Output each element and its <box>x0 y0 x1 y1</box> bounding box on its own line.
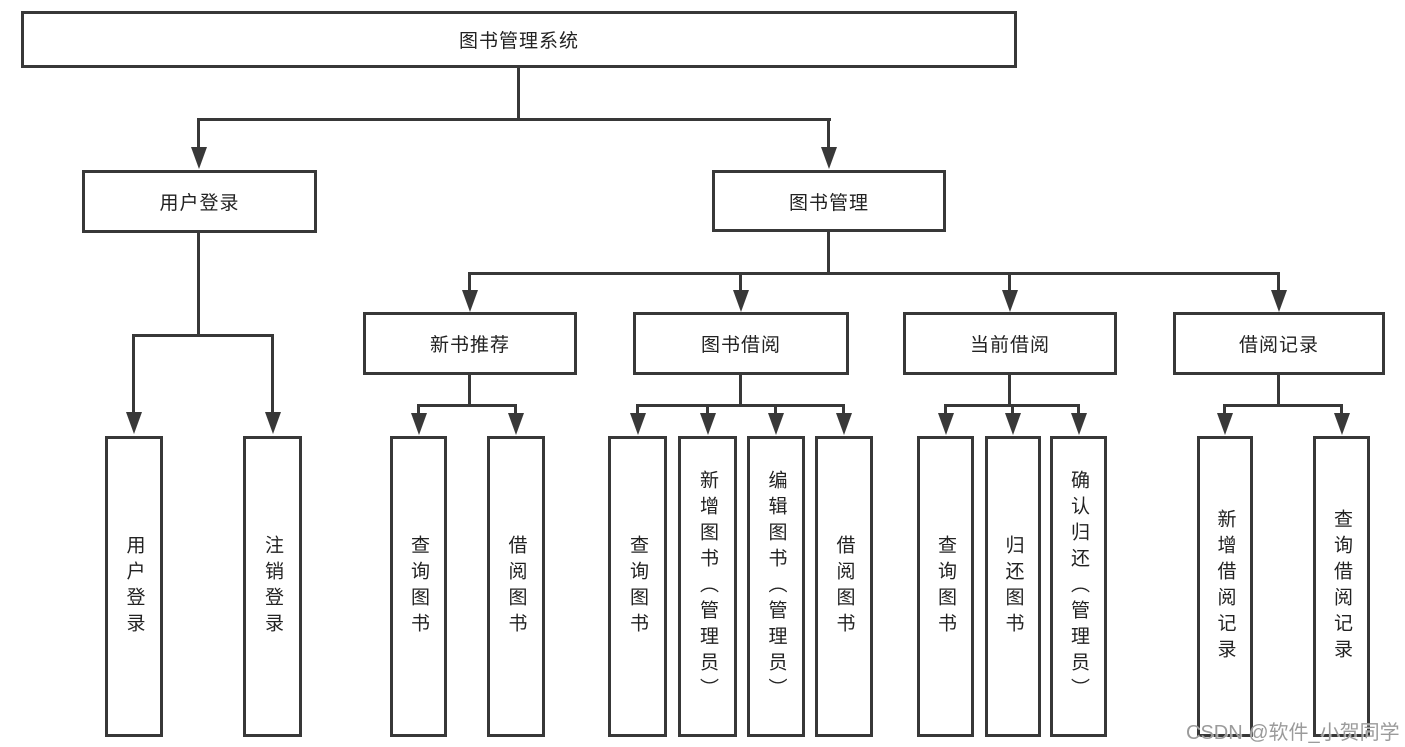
leaf-current-query: 查询图书 <box>917 436 974 737</box>
arrowhead-icon <box>1005 413 1021 435</box>
connector-hline <box>470 272 1280 275</box>
arrowhead-icon <box>191 147 207 169</box>
arrowhead-icon <box>508 413 524 435</box>
leaf-current-confirm: 确认归还（管理员） <box>1050 436 1107 737</box>
connector-vline <box>271 334 274 415</box>
arrowhead-icon <box>821 147 837 169</box>
arrowhead-icon <box>1071 413 1087 435</box>
leaf-current-query-label: 查询图书 <box>935 534 956 639</box>
connector-vline <box>1008 272 1011 293</box>
node-current-borrow: 当前借阅 <box>903 312 1117 375</box>
connector-vline <box>468 375 471 407</box>
connector-vline <box>1223 404 1226 416</box>
leaf-borrow-query: 查询图书 <box>608 436 667 737</box>
connector-vline <box>1077 404 1080 416</box>
leaf-borrow-add-label: 新增图书（管理员） <box>697 469 718 704</box>
watermark: CSDN @软件_小贺同学 <box>1186 722 1400 744</box>
connector-vline <box>1008 375 1011 407</box>
arrowhead-icon <box>126 412 142 434</box>
connector-vline <box>739 375 742 407</box>
connector-hline <box>134 334 274 337</box>
leaf-logout-label: 注销登录 <box>262 534 283 639</box>
connector-vline <box>1011 404 1014 416</box>
arrowhead-icon <box>411 413 427 435</box>
node-book-management-label: 图书管理 <box>788 192 869 214</box>
leaf-user-login-label: 用户登录 <box>123 534 145 639</box>
leaf-borrow-edit: 编辑图书（管理员） <box>747 436 805 737</box>
arrowhead-icon <box>1271 290 1287 312</box>
arrowhead-icon <box>462 290 478 312</box>
arrowhead-icon <box>1334 413 1350 435</box>
leaf-borrow-borrow: 借阅图书 <box>815 436 873 737</box>
connector-hline <box>1224 404 1343 407</box>
leaf-borrow-query-label: 查询图书 <box>627 534 648 639</box>
arrowhead-icon <box>768 413 784 435</box>
connector-vline <box>1277 272 1280 293</box>
arrowhead-icon <box>1217 413 1233 435</box>
leaf-current-confirm-label: 确认归还（管理员） <box>1068 469 1089 704</box>
leaf-newbook-borrow: 借阅图书 <box>487 436 545 737</box>
connector-vline <box>774 404 777 416</box>
node-root: 图书管理系统 <box>21 11 1017 68</box>
leaf-borrow-edit-label: 编辑图书（管理员） <box>765 469 787 704</box>
leaf-newbook-query-label: 查询图书 <box>408 534 429 639</box>
leaf-borrow-borrow-label: 借阅图书 <box>833 534 855 639</box>
connector-vline <box>706 404 709 416</box>
connector-vline <box>944 404 947 416</box>
connector-vline <box>636 404 639 416</box>
node-borrowing: 图书借阅 <box>633 312 849 375</box>
node-borrowing-label: 图书借阅 <box>700 335 781 356</box>
arrowhead-icon <box>733 290 749 312</box>
arrowhead-icon <box>1002 290 1018 312</box>
connector-hline <box>197 118 831 121</box>
node-current-borrow-label: 当前借阅 <box>969 335 1050 356</box>
connector-vline <box>514 404 517 416</box>
leaf-record-query-label: 查询借阅记录 <box>1331 508 1352 665</box>
node-user-login-label: 用户登录 <box>159 193 240 214</box>
connector-vline <box>827 232 830 275</box>
leaf-newbook-query: 查询图书 <box>390 436 447 737</box>
node-book-management: 图书管理 <box>712 170 946 232</box>
node-new-books: 新书推荐 <box>363 312 577 375</box>
leaf-record-add: 新增借阅记录 <box>1197 436 1253 737</box>
connector-hline <box>637 404 845 407</box>
arrowhead-icon <box>938 413 954 435</box>
connector-vline <box>827 118 830 149</box>
node-borrow-records-label: 借阅记录 <box>1238 335 1319 356</box>
leaf-borrow-add: 新增图书（管理员） <box>678 436 737 737</box>
node-user-login: 用户登录 <box>82 170 317 233</box>
leaf-newbook-borrow-label: 借阅图书 <box>505 534 527 639</box>
arrowhead-icon <box>265 412 281 434</box>
connector-vline <box>197 118 200 149</box>
connector-vline <box>132 334 135 415</box>
node-new-books-label: 新书推荐 <box>429 335 510 356</box>
leaf-record-query: 查询借阅记录 <box>1313 436 1370 737</box>
connector-vline <box>1340 404 1343 416</box>
connector-vline <box>1277 375 1280 407</box>
connector-vline <box>517 67 520 120</box>
leaf-logout: 注销登录 <box>243 436 302 737</box>
arrowhead-icon <box>700 413 716 435</box>
connector-vline <box>842 404 845 416</box>
connector-vline <box>468 272 471 293</box>
node-borrow-records: 借阅记录 <box>1173 312 1385 375</box>
leaf-user-login: 用户登录 <box>105 436 163 737</box>
connector-vline <box>197 233 200 337</box>
arrowhead-icon <box>630 413 646 435</box>
leaf-record-add-label: 新增借阅记录 <box>1214 508 1236 665</box>
connector-vline <box>739 272 742 293</box>
arrowhead-icon <box>836 413 852 435</box>
connector-vline <box>417 404 420 416</box>
leaf-current-return: 归还图书 <box>985 436 1041 737</box>
connector-hline <box>418 404 517 407</box>
leaf-current-return-label: 归还图书 <box>1002 534 1024 639</box>
node-root-label: 图书管理系统 <box>458 31 579 52</box>
